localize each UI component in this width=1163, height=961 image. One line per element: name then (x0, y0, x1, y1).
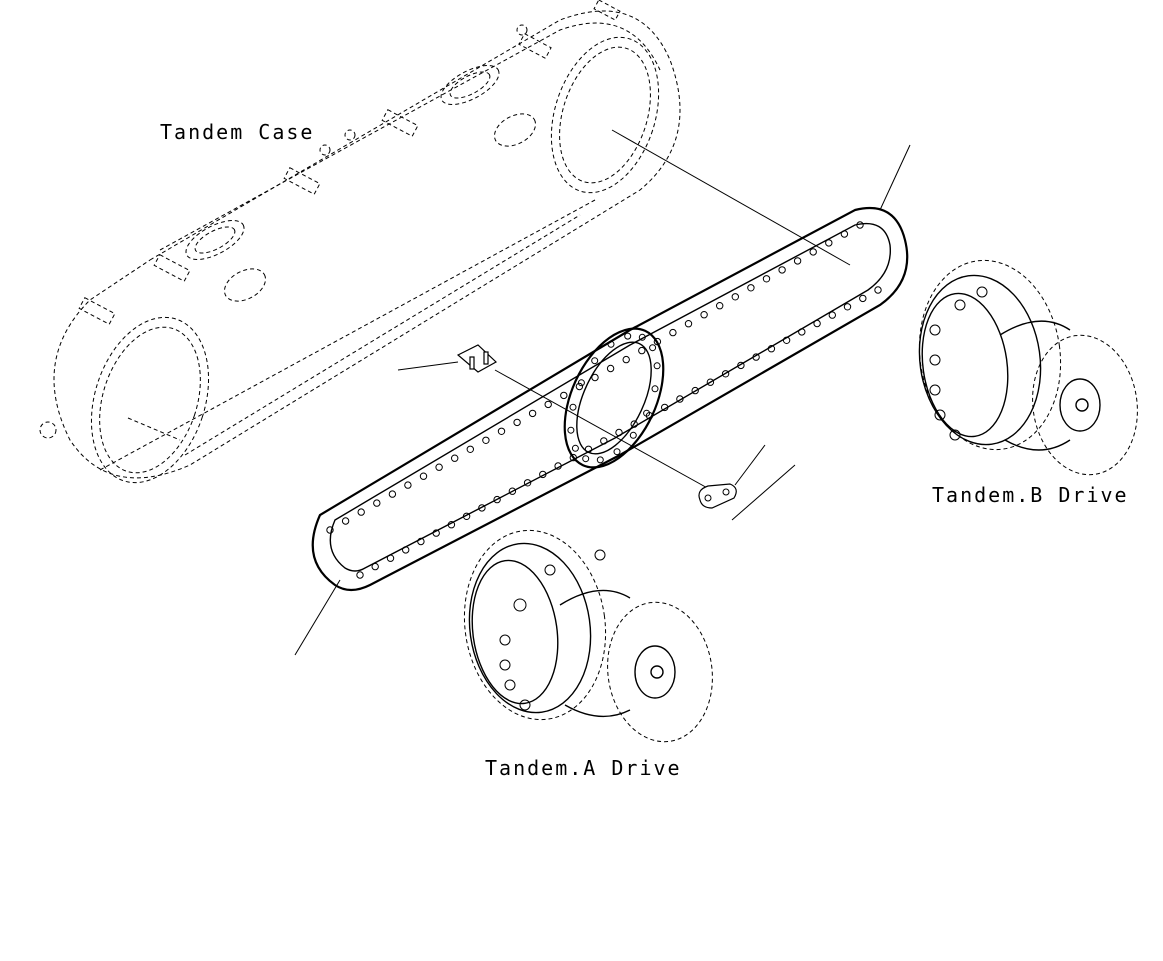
tandem-case-housing (39, 0, 681, 484)
tandem-b-drive (918, 259, 1138, 476)
chain-connecting-link (456, 344, 498, 373)
tandem-a-drive (463, 529, 713, 743)
roller-chain-long (311, 206, 909, 592)
roller-chain-short (563, 327, 665, 469)
leader-lines (294, 129, 911, 656)
chain-link-plate (698, 483, 737, 509)
tandem-case-label: Tandem Case (160, 120, 315, 144)
tandem-b-drive-label: Tandem.B Drive (932, 483, 1129, 507)
tandem-a-drive-label: Tandem.A Drive (485, 756, 682, 780)
